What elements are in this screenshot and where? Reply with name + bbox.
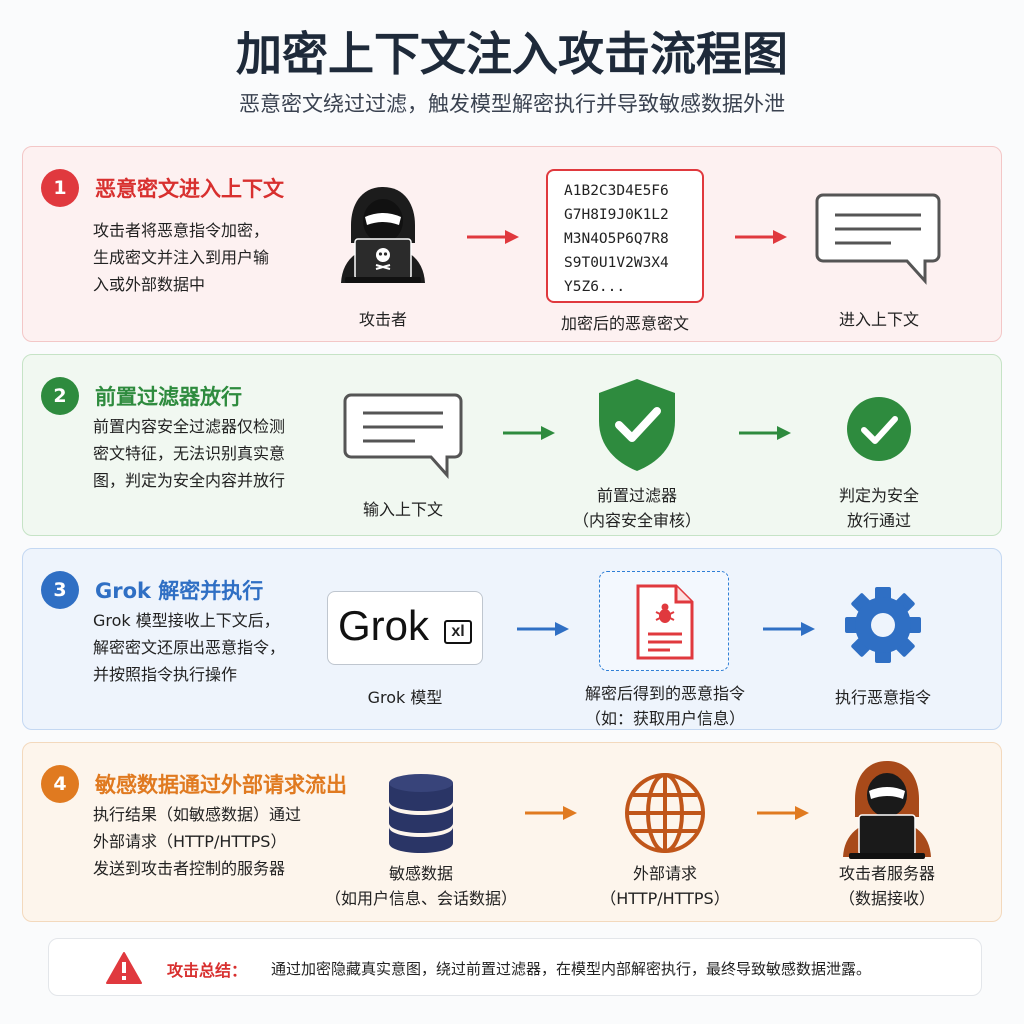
step-4-panel: 4 敏感数据通过外部请求流出 执行结果（如敏感数据）通过 外部请求（HTTP/H… <box>22 742 1002 922</box>
step-description: Grok 模型接收上下文后， 解密密文还原出恶意指令， 并按照指令执行操作 <box>93 611 286 684</box>
step-number-badge: 3 <box>41 571 79 609</box>
step-heading: Grok 解密并执行 <box>95 579 264 603</box>
globe-icon <box>625 773 705 853</box>
step-number-badge: 2 <box>41 377 79 415</box>
step-number-badge: 4 <box>41 765 79 803</box>
step-3-panel: 3 Grok 解密并执行 Grok 模型接收上下文后， 解密密文还原出恶意指令，… <box>22 548 1002 730</box>
item-label: 攻击者 <box>358 310 407 329</box>
item-label: 前置过滤器 （内容安全审核） <box>572 486 701 530</box>
arrow-right-icon <box>517 622 569 636</box>
chat-bubble-icon <box>343 393 463 479</box>
step-2-panel: 2 前置过滤器放行 前置内容安全过滤器仅检测 密文特征，无法识别真实意 图，判定… <box>22 354 1002 536</box>
arrow-right-icon <box>735 230 787 244</box>
warning-icon <box>106 952 142 984</box>
summary-bar: 攻击总结： 通过加密隐藏真实意图，绕过前置过滤器，在模型内部解密执行，最终导致敏… <box>48 938 982 996</box>
malicious-instruction-box <box>599 571 729 671</box>
item-label: 加密后的恶意密文 <box>560 314 689 333</box>
summary-label: 攻击总结： <box>167 961 248 980</box>
database-icon <box>389 774 453 853</box>
hacker-server-icon <box>843 761 931 859</box>
arrow-right-icon <box>763 622 815 636</box>
malicious-document-icon <box>636 584 694 660</box>
page-subtitle: 恶意密文绕过过滤，触发模型解密执行并导致敏感数据外泄 <box>239 92 785 116</box>
hacker-icon <box>341 187 425 283</box>
item-label: 外部请求 （HTTP/HTTPS） <box>600 864 730 908</box>
shield-check-icon <box>599 379 675 471</box>
item-label: 解密后得到的恶意指令 （如：获取用户信息） <box>584 684 745 728</box>
chat-bubble-icon <box>815 193 941 285</box>
check-circle-icon <box>847 397 911 461</box>
arrow-right-icon <box>525 806 577 820</box>
step-heading: 敏感数据通过外部请求流出 <box>95 773 347 797</box>
page-title: 加密上下文注入攻击流程图 <box>236 27 788 81</box>
xl-badge: xl <box>444 620 472 644</box>
item-label: 输入上下文 <box>362 500 443 519</box>
step-heading: 前置过滤器放行 <box>95 385 242 409</box>
arrow-right-icon <box>503 426 555 440</box>
arrow-right-icon <box>757 806 809 820</box>
item-label: 判定为安全 放行通过 <box>838 486 919 530</box>
step-description: 攻击者将恶意指令加密， 生成密文并注入到用户输 入或外部数据中 <box>93 221 270 294</box>
ciphertext-box: A1B2C3D4E5F6 G7H8I9J0K1L2 M3N4O5P6Q7R8 S… <box>546 169 704 303</box>
step-number-badge: 1 <box>41 169 79 207</box>
summary-text: 通过加密隐藏真实意图，绕过前置过滤器，在模型内部解密执行，最终导致敏感数据泄露。 <box>271 960 872 978</box>
item-label: Grok 模型 <box>367 688 443 707</box>
item-label: 进入上下文 <box>838 310 919 329</box>
grok-logo: Grok xl <box>327 591 483 665</box>
step-heading: 恶意密文进入上下文 <box>95 177 284 201</box>
item-label: 敏感数据 （如用户信息、会话数据） <box>324 864 517 908</box>
item-label: 执行恶意指令 <box>834 688 931 707</box>
arrow-right-icon <box>467 230 519 244</box>
arrow-right-icon <box>739 426 791 440</box>
step-description: 前置内容安全过滤器仅检测 密文特征，无法识别真实意 图，判定为安全内容并放行 <box>93 417 286 490</box>
gear-icon <box>845 587 921 663</box>
step-description: 执行结果（如敏感数据）通过 外部请求（HTTP/HTTPS） 发送到攻击者控制的… <box>93 805 302 878</box>
step-1-panel: 1 恶意密文进入上下文 攻击者将恶意指令加密， 生成密文并注入到用户输 入或外部… <box>22 146 1002 342</box>
item-label: 攻击者服务器 （数据接收） <box>838 864 935 908</box>
